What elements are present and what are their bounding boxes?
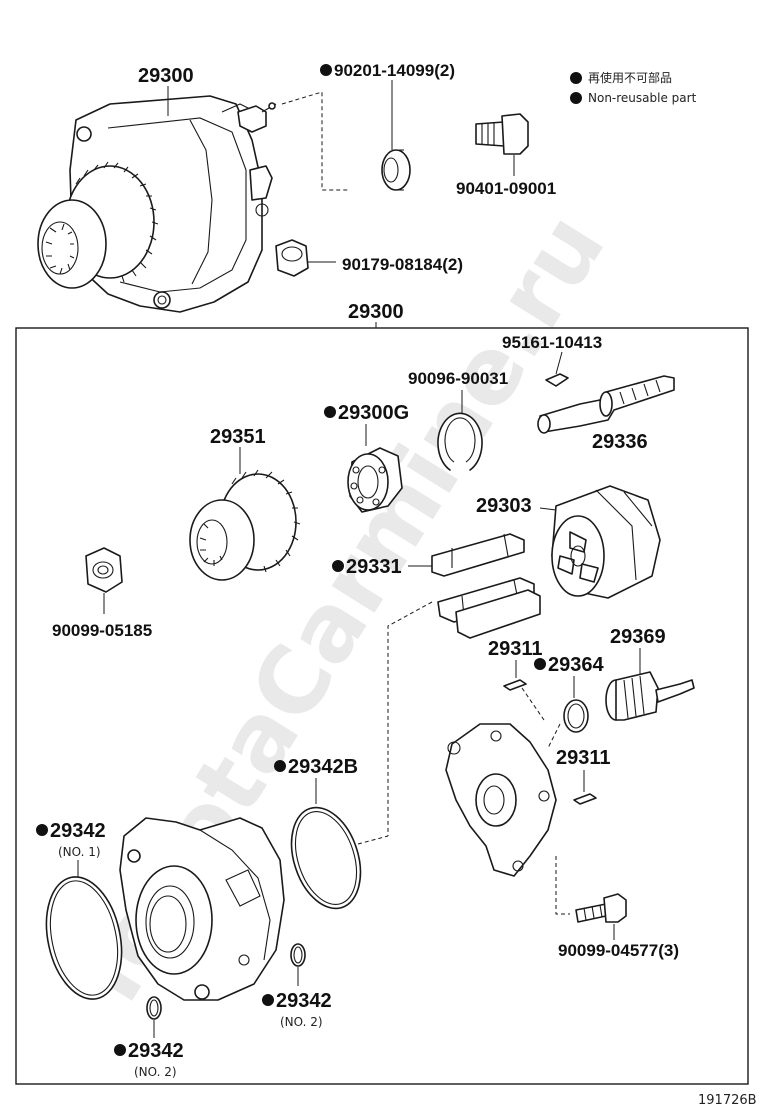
label-95161-10413: 95161-10413 [502, 333, 602, 352]
check-valve-drawing[interactable] [605, 671, 695, 721]
assembly-guide-line [281, 91, 350, 191]
legend-text-en: Non-reusable part [588, 91, 697, 105]
bearing-drawing[interactable] [347, 447, 403, 513]
o-ring-no2-b-drawing[interactable] [146, 996, 162, 1020]
dashed-guide-1 [387, 601, 433, 836]
label-29311-b: 29311 [556, 747, 611, 769]
o-ring-no1-drawing[interactable] [36, 870, 132, 1006]
legend-bullet-jp [570, 72, 582, 84]
label-29342-no2-b-sub: (NO. 2) [134, 1065, 177, 1079]
label-90201-14099: 90201-14099(2) [334, 61, 455, 80]
dashed-guide-2 [521, 687, 561, 749]
label-90099-05185: 90099-05185 [52, 621, 152, 640]
exploded-view-frame [15, 327, 749, 1085]
vane-set-drawing[interactable] [431, 533, 541, 639]
non-reusable-bullet [320, 64, 332, 76]
diagram-code: 191726B [698, 1093, 757, 1108]
bullet-29342B [274, 760, 286, 772]
pin-b-drawing[interactable] [573, 793, 597, 805]
label-90179-08184: 90179-08184(2) [342, 255, 463, 274]
bullet-29300G [324, 406, 336, 418]
rotor-drawing[interactable] [551, 485, 661, 599]
label-29300-top: 29300 [138, 65, 194, 87]
pin-a-drawing[interactable] [503, 679, 527, 691]
snap-ring-drawing[interactable] [437, 412, 483, 471]
label-90401-09001: 90401-09001 [456, 179, 556, 198]
hex-nut-drawing[interactable] [85, 547, 123, 593]
dashed-guide-3 [555, 856, 570, 915]
label-29342B: 29342B [288, 756, 358, 778]
label-90096-90031: 90096-90031 [408, 369, 508, 388]
union-bolt-drawing[interactable] [475, 113, 529, 155]
label-29342-no2-b: 29342 [128, 1040, 184, 1062]
bullet-29331 [332, 560, 344, 572]
bullet-29342-no2-a [262, 994, 274, 1006]
pump-housing-drawing[interactable] [119, 817, 285, 1001]
oil-seal-drawing[interactable] [381, 149, 411, 191]
o-ring-29364-drawing[interactable] [563, 699, 589, 733]
bullet-29364 [534, 658, 546, 670]
o-ring-no2-a-drawing[interactable] [290, 943, 306, 967]
label-29300G: 29300G [338, 402, 409, 424]
rotor-shaft-drawing[interactable] [537, 375, 675, 434]
label-29303: 29303 [476, 495, 532, 517]
bullet-29342-no1 [36, 824, 48, 836]
pump-assembly-drawing[interactable] [37, 95, 277, 313]
label-29342-no1-sub: (NO. 1) [58, 845, 101, 859]
label-29369: 29369 [610, 626, 666, 648]
o-ring-29342B-drawing[interactable] [279, 799, 372, 918]
dashed-guide-4 [357, 835, 389, 845]
label-29342-no2-a-sub: (NO. 2) [280, 1015, 323, 1029]
label-29351: 29351 [210, 426, 266, 448]
legend-bullet-en [570, 92, 582, 104]
leader-29303 [539, 507, 557, 511]
label-29342-no1: 29342 [50, 820, 106, 842]
legend-text-jp: 再使用不可部品 [588, 70, 672, 85]
label-90099-04577: 90099-04577(3) [558, 941, 679, 960]
label-29342-no2-a: 29342 [276, 990, 332, 1012]
leader-95161 [555, 351, 563, 375]
end-cover-plate-drawing[interactable] [445, 723, 557, 877]
label-29364: 29364 [548, 654, 604, 676]
flange-nut-drawing[interactable] [275, 239, 309, 277]
key-pin-drawing[interactable] [545, 373, 569, 387]
label-29311-a: 29311 [488, 638, 543, 660]
drive-gear-drawing[interactable] [189, 469, 301, 581]
bolt-90099-04577-drawing[interactable] [575, 893, 627, 923]
label-29300-box: 29300 [348, 301, 404, 323]
bullet-29342-no2-b [114, 1044, 126, 1056]
label-29331: 29331 [346, 556, 402, 578]
label-29336: 29336 [592, 431, 648, 453]
